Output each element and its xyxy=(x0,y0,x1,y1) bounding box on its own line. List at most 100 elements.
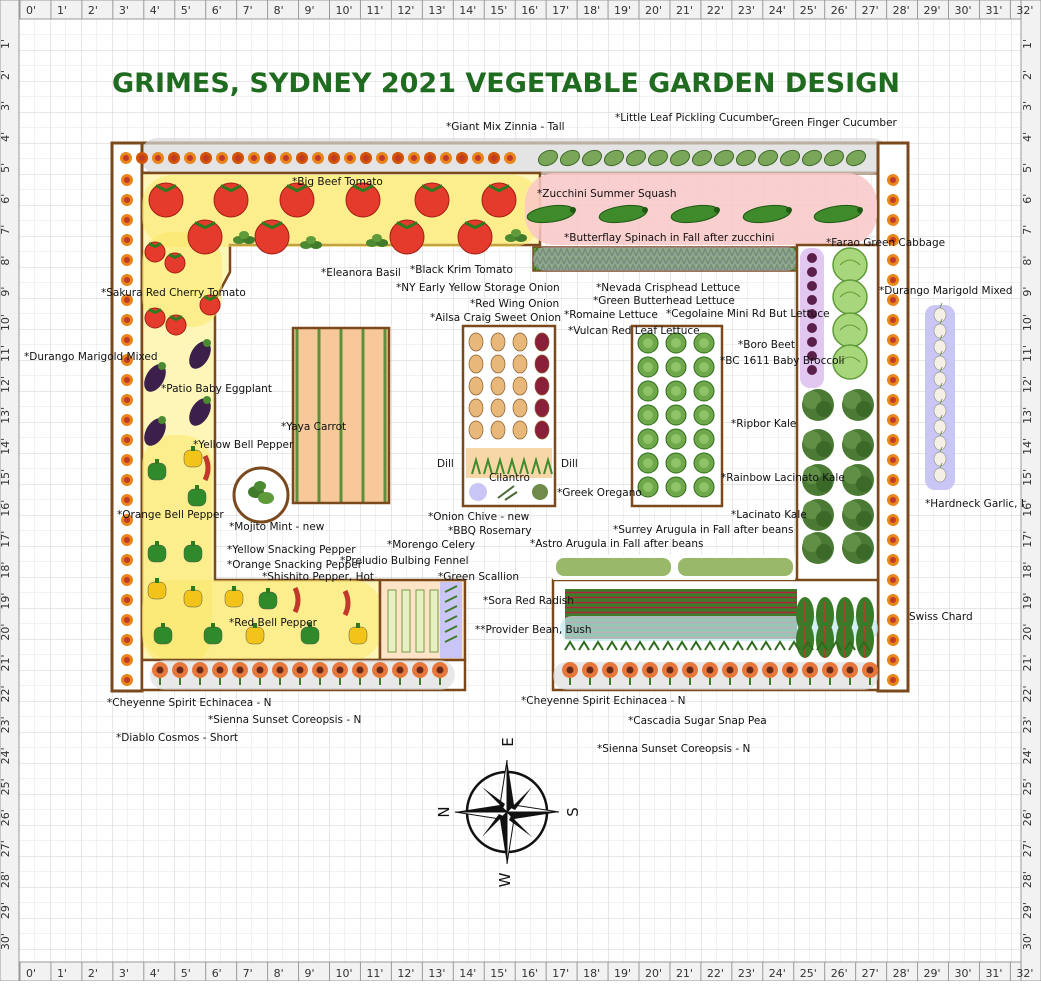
marigold-icon xyxy=(887,654,899,666)
echinacea-icon xyxy=(412,662,428,685)
marigold-icon xyxy=(121,374,133,386)
marigold-icon xyxy=(887,294,899,306)
compass-w: W xyxy=(496,872,514,887)
echinacea-icon xyxy=(272,662,288,685)
mint-plant xyxy=(248,481,274,504)
garlic-icon xyxy=(933,462,947,483)
garlic-icon xyxy=(933,446,947,467)
pepper-icon xyxy=(258,588,278,610)
lettuce-icon xyxy=(693,452,715,474)
ruler-h-label: 21' xyxy=(676,4,693,17)
label-shishito: *Shishito Pepper, Hot xyxy=(262,571,374,583)
echinacea-icon xyxy=(622,662,638,685)
ruler-h-label: 30' xyxy=(955,967,972,980)
marigold-icon xyxy=(184,152,196,164)
marigold-icon xyxy=(887,634,899,646)
eggplant-icon xyxy=(189,339,211,369)
eggplant-icon xyxy=(144,362,166,392)
beet-icon xyxy=(807,295,817,305)
tomato-icon xyxy=(213,182,249,218)
label-cheyenne-left: *Cheyenne Spirit Echinacea - N xyxy=(107,697,271,709)
marigold-icon xyxy=(887,474,899,486)
beet-icon xyxy=(807,351,817,361)
ruler-v-label: 6' xyxy=(0,194,12,204)
swiss-chard-icon xyxy=(856,622,874,658)
label-sienna-left: *Sienna Sunset Coreopsis - N xyxy=(208,714,361,726)
ruler-v-label: 14' xyxy=(1021,438,1034,455)
lettuce-icon xyxy=(665,356,687,378)
label-yellow-bell: *Yellow Bell Pepper xyxy=(193,439,294,451)
onion-icon xyxy=(512,420,528,440)
echinacea-icon xyxy=(292,662,308,685)
ruler-v-label: 3' xyxy=(0,101,12,111)
ruler-h-label: 28' xyxy=(893,4,910,17)
cilantro-icon xyxy=(483,456,493,475)
ruler-v-label: 15' xyxy=(1021,469,1034,486)
marigold-icon xyxy=(887,394,899,406)
cucumber-icon xyxy=(845,149,867,167)
pea-icon xyxy=(634,640,646,651)
ruler-h-label: 15' xyxy=(490,4,507,17)
lettuce-icon xyxy=(637,356,659,378)
ruler-h-label: 24' xyxy=(769,967,786,980)
ruler-h-label: 3' xyxy=(119,967,129,980)
marigold-icon xyxy=(887,514,899,526)
echinacea-icon xyxy=(372,662,388,685)
marigold-icon xyxy=(887,214,899,226)
marigold-icon xyxy=(360,152,372,164)
page-title: GRIMES, SYDNEY 2021 VEGETABLE GARDEN DES… xyxy=(112,68,900,99)
oregano-icon xyxy=(532,484,548,500)
ruler-v-label: 20' xyxy=(0,624,12,641)
scallion-icon xyxy=(444,605,458,613)
pea-icon xyxy=(704,640,716,651)
beet-icon xyxy=(807,365,817,375)
marigold-icon xyxy=(121,274,133,286)
compass-e: E xyxy=(499,737,517,746)
onion-icon xyxy=(490,332,506,352)
marigold-icon xyxy=(392,152,404,164)
tomato-icon xyxy=(481,182,517,218)
echinacea-icon xyxy=(432,662,448,685)
echinacea-icon xyxy=(742,662,758,685)
label-farao-cabbage: *Farao Green Cabbage xyxy=(826,237,945,249)
tomato-icon xyxy=(144,307,166,329)
beet-icon xyxy=(807,281,817,291)
ruler-v-label: 8' xyxy=(1021,256,1034,266)
marigold-icon xyxy=(121,294,133,306)
beet-icon xyxy=(807,309,817,319)
marigold-icon xyxy=(887,414,899,426)
ruler-h-label: 2' xyxy=(88,967,98,980)
ruler-v-label: 28' xyxy=(1021,871,1034,888)
scallion-icon xyxy=(444,585,458,593)
ruler-v-label: 4' xyxy=(1021,132,1034,142)
echinacea-icon xyxy=(332,662,348,685)
marigold-icon xyxy=(887,254,899,266)
label-ailsa-onion: *Ailsa Craig Sweet Onion xyxy=(430,312,561,324)
ruler-h-label: 1' xyxy=(57,4,67,17)
compass-star-icon xyxy=(454,759,560,865)
pea-icon xyxy=(802,640,814,651)
marigold-icon xyxy=(887,194,899,206)
ruler-h-label: 26' xyxy=(831,967,848,980)
celery-icon xyxy=(387,589,397,653)
marigold-icon xyxy=(121,654,133,666)
ruler-h-label: 22' xyxy=(707,967,724,980)
zucchini-icon xyxy=(526,204,576,224)
pepper-icon xyxy=(224,586,244,608)
cabbage-icon xyxy=(832,247,868,283)
marigold-icon xyxy=(424,152,436,164)
marigold-icon xyxy=(121,174,133,186)
label-butterflay-spinach: *Butterflay Spinach in Fall after zucchi… xyxy=(564,232,774,244)
garlic-icon xyxy=(933,414,947,435)
label-provider-bean: **Provider Bean, Bush xyxy=(475,624,591,636)
marigold-icon xyxy=(887,434,899,446)
marigold-icon xyxy=(121,614,133,626)
pepper-icon xyxy=(203,623,223,645)
onion-icon xyxy=(534,376,550,396)
marigold-icon xyxy=(248,152,260,164)
plant-labels: *Giant Mix Zinnia - Tall *Little Leaf Pi… xyxy=(24,112,1024,755)
ruler-v-label: 27' xyxy=(0,840,12,857)
ruler-v-label: 26' xyxy=(1021,809,1034,826)
rosemary-icon xyxy=(497,485,518,501)
